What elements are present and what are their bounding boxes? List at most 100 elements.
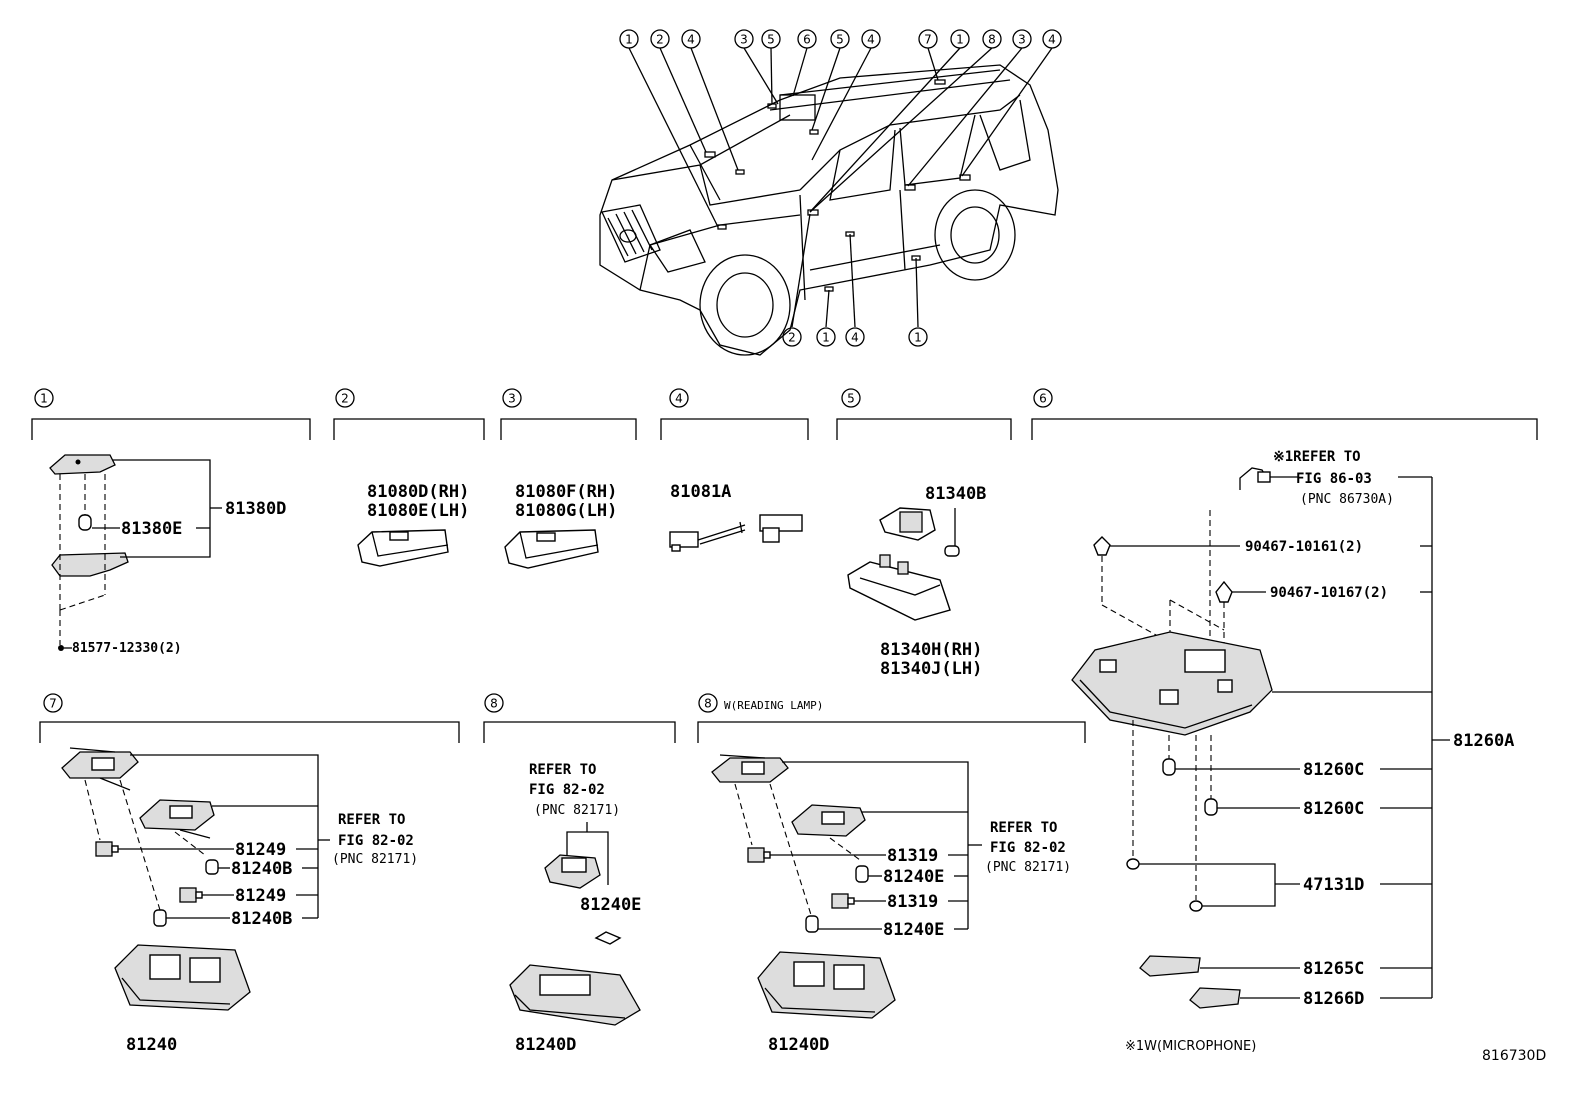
svg-text:6: 6 bbox=[1039, 392, 1047, 406]
section-8b-note: W(READING LAMP) bbox=[724, 699, 823, 712]
bulb-part bbox=[855, 865, 869, 883]
bulb-part bbox=[944, 545, 960, 557]
section-8-fig-ref: FIG 82-02 bbox=[529, 782, 605, 798]
callout-circle: 1 bbox=[950, 29, 970, 49]
svg-text:1: 1 bbox=[625, 33, 633, 47]
bulb-part bbox=[205, 859, 219, 875]
callout-circle: 5 bbox=[830, 29, 850, 49]
svg-text:8: 8 bbox=[704, 697, 712, 711]
section-4-header: 4 bbox=[660, 388, 809, 440]
socket-part bbox=[831, 893, 849, 909]
section-6-header: 6 bbox=[1031, 388, 1538, 440]
svg-text:4: 4 bbox=[851, 331, 859, 345]
part-number-81340J: 81340J(LH) bbox=[880, 659, 982, 679]
section-8-header: 8 bbox=[483, 693, 676, 743]
svg-text:6: 6 bbox=[803, 33, 811, 47]
part-number-81340H: 81340H(RH) bbox=[880, 640, 982, 660]
part-number-81240D-s8: 81240D bbox=[515, 1035, 576, 1055]
part-number-81577: 81577-12330(2) bbox=[72, 641, 182, 656]
part-number-81080D: 81080D(RH) bbox=[367, 482, 469, 502]
socket-part bbox=[179, 887, 197, 903]
section-7-refer-to: REFER TO bbox=[338, 812, 405, 828]
part-number-81265C: 81265C bbox=[1303, 959, 1364, 979]
svg-text:1: 1 bbox=[40, 392, 48, 406]
clip-part bbox=[1093, 536, 1111, 556]
svg-text:4: 4 bbox=[1048, 33, 1056, 47]
lens-cover-part bbox=[1189, 987, 1241, 1009]
callout-circle: 8 bbox=[982, 29, 1002, 49]
part-number-81249-b: 81249 bbox=[235, 886, 286, 906]
lens-cover-part bbox=[1139, 955, 1201, 977]
part-number-81380D: 81380D bbox=[225, 499, 286, 519]
bulb-part bbox=[805, 915, 819, 933]
callout-circle: 4 bbox=[1042, 29, 1062, 49]
part-number-81080F: 81080F(RH) bbox=[515, 482, 617, 502]
section-8b: 81319 81240E 81319 81240E REFER TO FIG 8… bbox=[711, 754, 1071, 1055]
section-1-header: 1 bbox=[31, 388, 311, 440]
map-lamp-assembly-part bbox=[1071, 631, 1273, 736]
callout-circle: 6 bbox=[797, 29, 817, 49]
clip-part bbox=[1215, 580, 1233, 603]
callout-circle: 1 bbox=[908, 327, 928, 347]
section-8-pnc-ref: (PNC 82171) bbox=[534, 803, 620, 818]
callout-circle: 7 bbox=[918, 29, 938, 49]
svg-text:5: 5 bbox=[836, 33, 844, 47]
section-7-header: 7 bbox=[39, 693, 460, 743]
svg-text:2: 2 bbox=[341, 392, 349, 406]
part-number-81249-a: 81249 bbox=[235, 840, 286, 860]
bulb-part bbox=[594, 931, 622, 945]
part-number-90467-10161: 90467-10161(2) bbox=[1245, 539, 1363, 555]
part-number-81266D: 81266D bbox=[1303, 989, 1364, 1009]
lamp-part bbox=[759, 514, 803, 532]
svg-text:7: 7 bbox=[49, 697, 57, 711]
part-number-90467-10167: 90467-10167(2) bbox=[1270, 585, 1388, 601]
section-1: 81380D 81380E 81577-12330(2) bbox=[49, 454, 286, 656]
callout-circle: 2 bbox=[782, 327, 802, 347]
section-7-pnc-ref: (PNC 82171) bbox=[332, 852, 418, 867]
svg-text:5: 5 bbox=[847, 392, 855, 406]
pad-part bbox=[1126, 858, 1140, 870]
section-6-refer-to: ※1REFER TO bbox=[1273, 449, 1361, 465]
section-6-pnc-ref: (PNC 86730A) bbox=[1300, 492, 1394, 507]
svg-text:4: 4 bbox=[687, 33, 695, 47]
callout-circle: 1 bbox=[816, 327, 836, 347]
part-number-47131D: 47131D bbox=[1303, 875, 1364, 895]
section-6: ※1REFER TO FIG 86-03 (PNC 86730A) 90467-… bbox=[1071, 449, 1514, 1054]
callout-circle: 4 bbox=[861, 29, 881, 49]
section-8b-refer-to: REFER TO bbox=[990, 820, 1057, 836]
car-bottom-callouts: 2 1 4 1 bbox=[782, 327, 928, 347]
svg-text:7: 7 bbox=[924, 33, 932, 47]
part-number-81240: 81240 bbox=[126, 1035, 177, 1055]
svg-text:1: 1 bbox=[822, 331, 830, 345]
callout-leaders bbox=[628, 47, 1053, 328]
bulb-part bbox=[1162, 758, 1176, 776]
section-7-fig-ref: FIG 82-02 bbox=[338, 833, 414, 849]
svg-text:4: 4 bbox=[867, 33, 875, 47]
part-number-81260A: 81260A bbox=[1453, 731, 1514, 751]
svg-text:3: 3 bbox=[740, 33, 748, 47]
svg-text:2: 2 bbox=[656, 33, 664, 47]
part-number-81240B-a: 81240B bbox=[231, 859, 292, 879]
part-number-81240E-b: 81240E bbox=[883, 920, 944, 940]
lamp-housing-part bbox=[757, 951, 896, 1019]
socket-part bbox=[747, 847, 765, 863]
part-number-81240E-s8: 81240E bbox=[580, 895, 641, 915]
svg-text:5: 5 bbox=[767, 33, 775, 47]
callout-circle: 5 bbox=[761, 29, 781, 49]
bulb-part bbox=[1204, 798, 1218, 816]
part-number-81080G: 81080G(LH) bbox=[515, 501, 617, 521]
part-number-81380E: 81380E bbox=[121, 519, 182, 539]
callout-circle: 2 bbox=[650, 29, 670, 49]
svg-text:3: 3 bbox=[1018, 33, 1026, 47]
car-callouts: 1 2 4 3 5 6 5 4 7 1 8 3 4 bbox=[619, 29, 1062, 49]
callout-circle: 3 bbox=[734, 29, 754, 49]
part-number-81240D-s8b: 81240D bbox=[768, 1035, 829, 1055]
svg-text:1: 1 bbox=[914, 331, 922, 345]
callout-circle: 3 bbox=[1012, 29, 1032, 49]
section-2-header: 2 bbox=[333, 388, 485, 440]
part-number-81260C-1: 81260C bbox=[1303, 760, 1364, 780]
bulb-part bbox=[153, 909, 167, 927]
section-8: REFER TO FIG 82-02 (PNC 82171) 81240E 81… bbox=[509, 762, 641, 1055]
part-number-81080E: 81080E(LH) bbox=[367, 501, 469, 521]
